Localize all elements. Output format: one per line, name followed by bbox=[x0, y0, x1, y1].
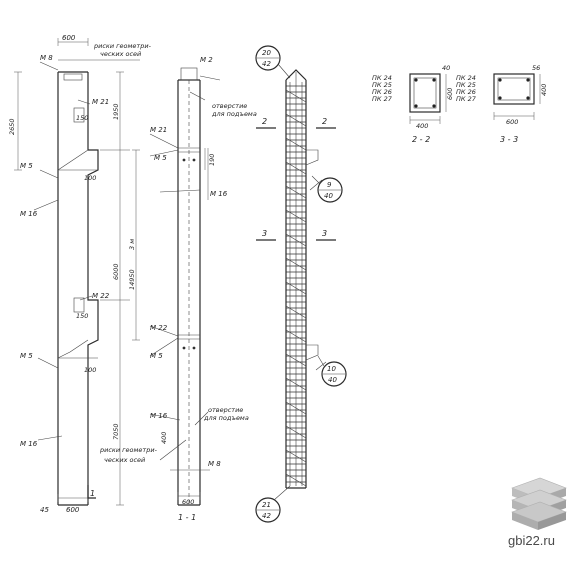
cage-diagonal bbox=[285, 401, 307, 415]
type-left-3: ПК 27 bbox=[372, 95, 393, 103]
label-otv-bot: отверстие bbox=[208, 406, 243, 414]
section-mark-2b: 2 bbox=[322, 117, 327, 126]
type-left-0: ПК 24 bbox=[372, 74, 392, 82]
cage-diagonal bbox=[285, 449, 307, 463]
label-r-m16-a: М 16 bbox=[210, 190, 228, 198]
type-left-1: ПК 25 bbox=[372, 81, 392, 89]
label-r-m22: М 22 bbox=[150, 324, 168, 332]
section-2-2 bbox=[409, 73, 447, 124]
label-riski-top: риски геометри- bbox=[93, 42, 152, 50]
label-riski-top2: ческих осей bbox=[100, 50, 141, 58]
cage-diagonal bbox=[285, 89, 307, 103]
svg-text:20: 20 bbox=[262, 49, 271, 57]
label-m21: М 21 bbox=[92, 98, 109, 106]
svg-text:42: 42 bbox=[262, 60, 271, 68]
cage-diagonal bbox=[285, 161, 307, 175]
svg-text:21: 21 bbox=[262, 501, 271, 509]
cage-diagonal bbox=[285, 353, 307, 367]
cage-diagonal bbox=[285, 257, 307, 271]
cage-diagonal bbox=[285, 425, 307, 439]
sec-dim-400-v: 400 bbox=[540, 84, 548, 96]
cage-diagonal bbox=[285, 473, 307, 487]
sec-dim-600: 600 bbox=[506, 118, 518, 126]
cage-diagonal bbox=[285, 305, 307, 319]
sec-dim-56: 56 bbox=[532, 64, 540, 72]
dim-600-top: 600 bbox=[62, 34, 76, 42]
dim-190-r: 190 bbox=[208, 154, 216, 166]
label-riski-bot2: ческих осей bbox=[104, 456, 145, 464]
label-otv-bot2: для подъема bbox=[203, 414, 249, 422]
type-left-2: ПК 26 bbox=[372, 88, 392, 96]
section-label-3-3: 3 - 3 bbox=[500, 135, 518, 144]
section-label-2-2: 2 - 2 bbox=[412, 135, 430, 144]
section-mark-3b: 3 bbox=[322, 229, 327, 238]
dim-600-bottom: 600 bbox=[66, 506, 80, 514]
label-r-m16-b: М 16 bbox=[150, 412, 168, 420]
label-m5-a: М 5 bbox=[20, 162, 33, 170]
label-m5-b: М 5 bbox=[20, 352, 33, 360]
dim-3m: 3 м bbox=[128, 239, 136, 250]
sec-dim-400: 400 bbox=[416, 122, 428, 130]
callout-9-40: 9 40 bbox=[311, 175, 343, 203]
cage-diagonal bbox=[285, 233, 307, 247]
cage-diagonal bbox=[285, 113, 307, 127]
label-otv-top2: для подъема bbox=[211, 110, 257, 118]
label-m16-a: М 16 bbox=[20, 210, 38, 218]
middle-elevation bbox=[149, 67, 221, 506]
dim-400-r: 400 bbox=[160, 432, 168, 444]
dim-100-b: 100 bbox=[84, 366, 96, 374]
cage-diagonal bbox=[285, 377, 307, 391]
label-m8-bot: М 8 bbox=[208, 460, 221, 468]
callout-10-40: 10 40 bbox=[317, 355, 347, 387]
svg-text:10: 10 bbox=[327, 365, 336, 373]
label-r-m5-b: М 5 bbox=[150, 352, 163, 360]
label-m2-top: М 2 bbox=[200, 56, 213, 64]
sec-dim-600-v: 600 bbox=[446, 88, 454, 100]
dim-1950: 1950 bbox=[112, 103, 120, 120]
logo-icon bbox=[511, 477, 567, 530]
type-right-2: ПК 26 bbox=[456, 88, 476, 96]
section-mark-3a: 3 bbox=[262, 229, 267, 238]
type-right-3: ПК 27 bbox=[456, 95, 477, 103]
section-3-3 bbox=[493, 73, 541, 120]
reinforcement-cage bbox=[285, 69, 327, 489]
cage-diagonal bbox=[285, 137, 307, 151]
dim-150-a: 150 bbox=[76, 114, 88, 122]
dim-6000: 6000 bbox=[112, 263, 120, 280]
label-r-m5-a: М 5 bbox=[154, 154, 167, 162]
svg-text:40: 40 bbox=[324, 192, 333, 200]
site-logo-text: gbi22.ru bbox=[508, 533, 555, 548]
callout-21-42: 21 42 bbox=[255, 485, 291, 523]
label-otv-top: отверстие bbox=[212, 102, 247, 110]
dim-100-a: 100 bbox=[84, 174, 96, 182]
dim-600-rb: 600 bbox=[182, 498, 194, 506]
svg-text:9: 9 bbox=[327, 181, 332, 189]
dim-2650: 2650 bbox=[8, 118, 16, 135]
cage-diagonal bbox=[285, 209, 307, 223]
sec-dim-40: 40 bbox=[442, 64, 450, 72]
svg-text:42: 42 bbox=[262, 512, 271, 520]
label-riski-bot: риски геометри- bbox=[99, 446, 158, 454]
section-label-1-1: 1 - 1 bbox=[178, 513, 196, 522]
label-r-m21: М 21 bbox=[150, 126, 167, 134]
label-m8-top: М 8 bbox=[40, 54, 53, 62]
label-m16-b: М 16 bbox=[20, 440, 38, 448]
section-mark-1: 1 bbox=[90, 489, 95, 498]
left-elevation bbox=[14, 38, 140, 506]
dim-7050: 7050 bbox=[112, 423, 120, 440]
cage-diagonal bbox=[285, 281, 307, 295]
cage-diagonal bbox=[285, 185, 307, 199]
cage-diagonal bbox=[285, 329, 307, 343]
type-right-0: ПК 24 bbox=[456, 74, 476, 82]
type-right-1: ПК 25 bbox=[456, 81, 476, 89]
dim-14950: 14950 bbox=[128, 269, 136, 290]
callout-20-42: 20 42 bbox=[255, 45, 291, 79]
label-m22: М 22 bbox=[92, 292, 110, 300]
section-mark-2a: 2 bbox=[262, 117, 267, 126]
svg-text:40: 40 bbox=[328, 376, 337, 384]
dim-150-b: 150 bbox=[76, 312, 88, 320]
dim-45: 45 bbox=[40, 506, 49, 514]
